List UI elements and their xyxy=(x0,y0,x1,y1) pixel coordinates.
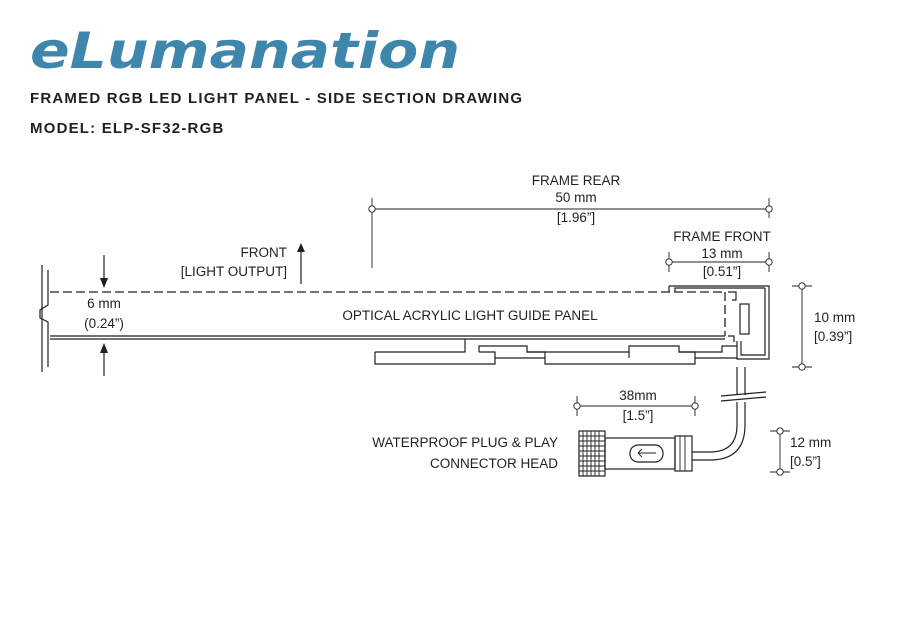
light-output-label: [LIGHT OUTPUT] xyxy=(181,264,287,279)
dimension-tick xyxy=(765,205,773,213)
cable-length-in: [1.5”] xyxy=(623,408,654,423)
cable xyxy=(692,367,767,461)
connector-label-line1: WATERPROOF PLUG & PLAY xyxy=(372,435,558,450)
led-strip xyxy=(739,303,750,335)
dimension-tick xyxy=(368,205,376,213)
front-label: FRONT xyxy=(241,245,288,260)
connector-height-mm: 12 mm xyxy=(790,435,831,450)
frame-height-in: [0.39”] xyxy=(814,329,852,344)
dimension-tick xyxy=(691,402,699,410)
frame-rear-dimension xyxy=(368,198,773,268)
frame-front-mm: 13 mm xyxy=(701,246,742,261)
model-number: MODEL: ELP-SF32-RGB xyxy=(30,120,224,137)
brand-logo: eLumanation xyxy=(30,22,460,80)
dimension-tick xyxy=(798,363,806,371)
dimension-tick xyxy=(776,468,784,476)
dimension-tick xyxy=(765,258,773,266)
frame-front-label: FRAME FRONT xyxy=(673,229,771,244)
connector-label-line2: CONNECTOR HEAD xyxy=(430,456,558,471)
panel-thickness-in: (0.24”) xyxy=(84,316,124,331)
dimension-tick xyxy=(573,402,581,410)
connector-height-dimension xyxy=(770,427,790,476)
frame-profile xyxy=(374,285,770,365)
dimension-tick xyxy=(776,427,784,435)
cable-length-dimension xyxy=(573,396,699,416)
frame-front-in: [0.51”] xyxy=(703,264,741,279)
cable-length-mm: 38mm xyxy=(619,388,657,403)
panel-edge-break xyxy=(39,265,49,372)
frame-rear-label: FRAME REAR xyxy=(532,173,621,188)
panel-name-label: OPTICAL ACRYLIC LIGHT GUIDE PANEL xyxy=(342,308,598,323)
light-guide-panel xyxy=(50,291,726,340)
dimension-tick xyxy=(798,282,806,290)
connector-height-in: [0.5”] xyxy=(790,454,821,469)
dimension-tick xyxy=(665,258,673,266)
light-output-arrow-icon xyxy=(297,243,305,284)
connector-head xyxy=(578,430,693,477)
frame-height-mm: 10 mm xyxy=(814,310,855,325)
frame-front-dimension xyxy=(665,252,773,272)
frame-rear-in: [1.96”] xyxy=(557,210,595,225)
panel-thickness-mm: 6 mm xyxy=(87,296,121,311)
frame-rear-mm: 50 mm xyxy=(555,190,596,205)
frame-height-dimension xyxy=(792,282,812,371)
drawing-title: FRAMED RGB LED LIGHT PANEL - SIDE SECTIO… xyxy=(30,90,523,107)
panel-thickness-dimension xyxy=(100,255,108,376)
